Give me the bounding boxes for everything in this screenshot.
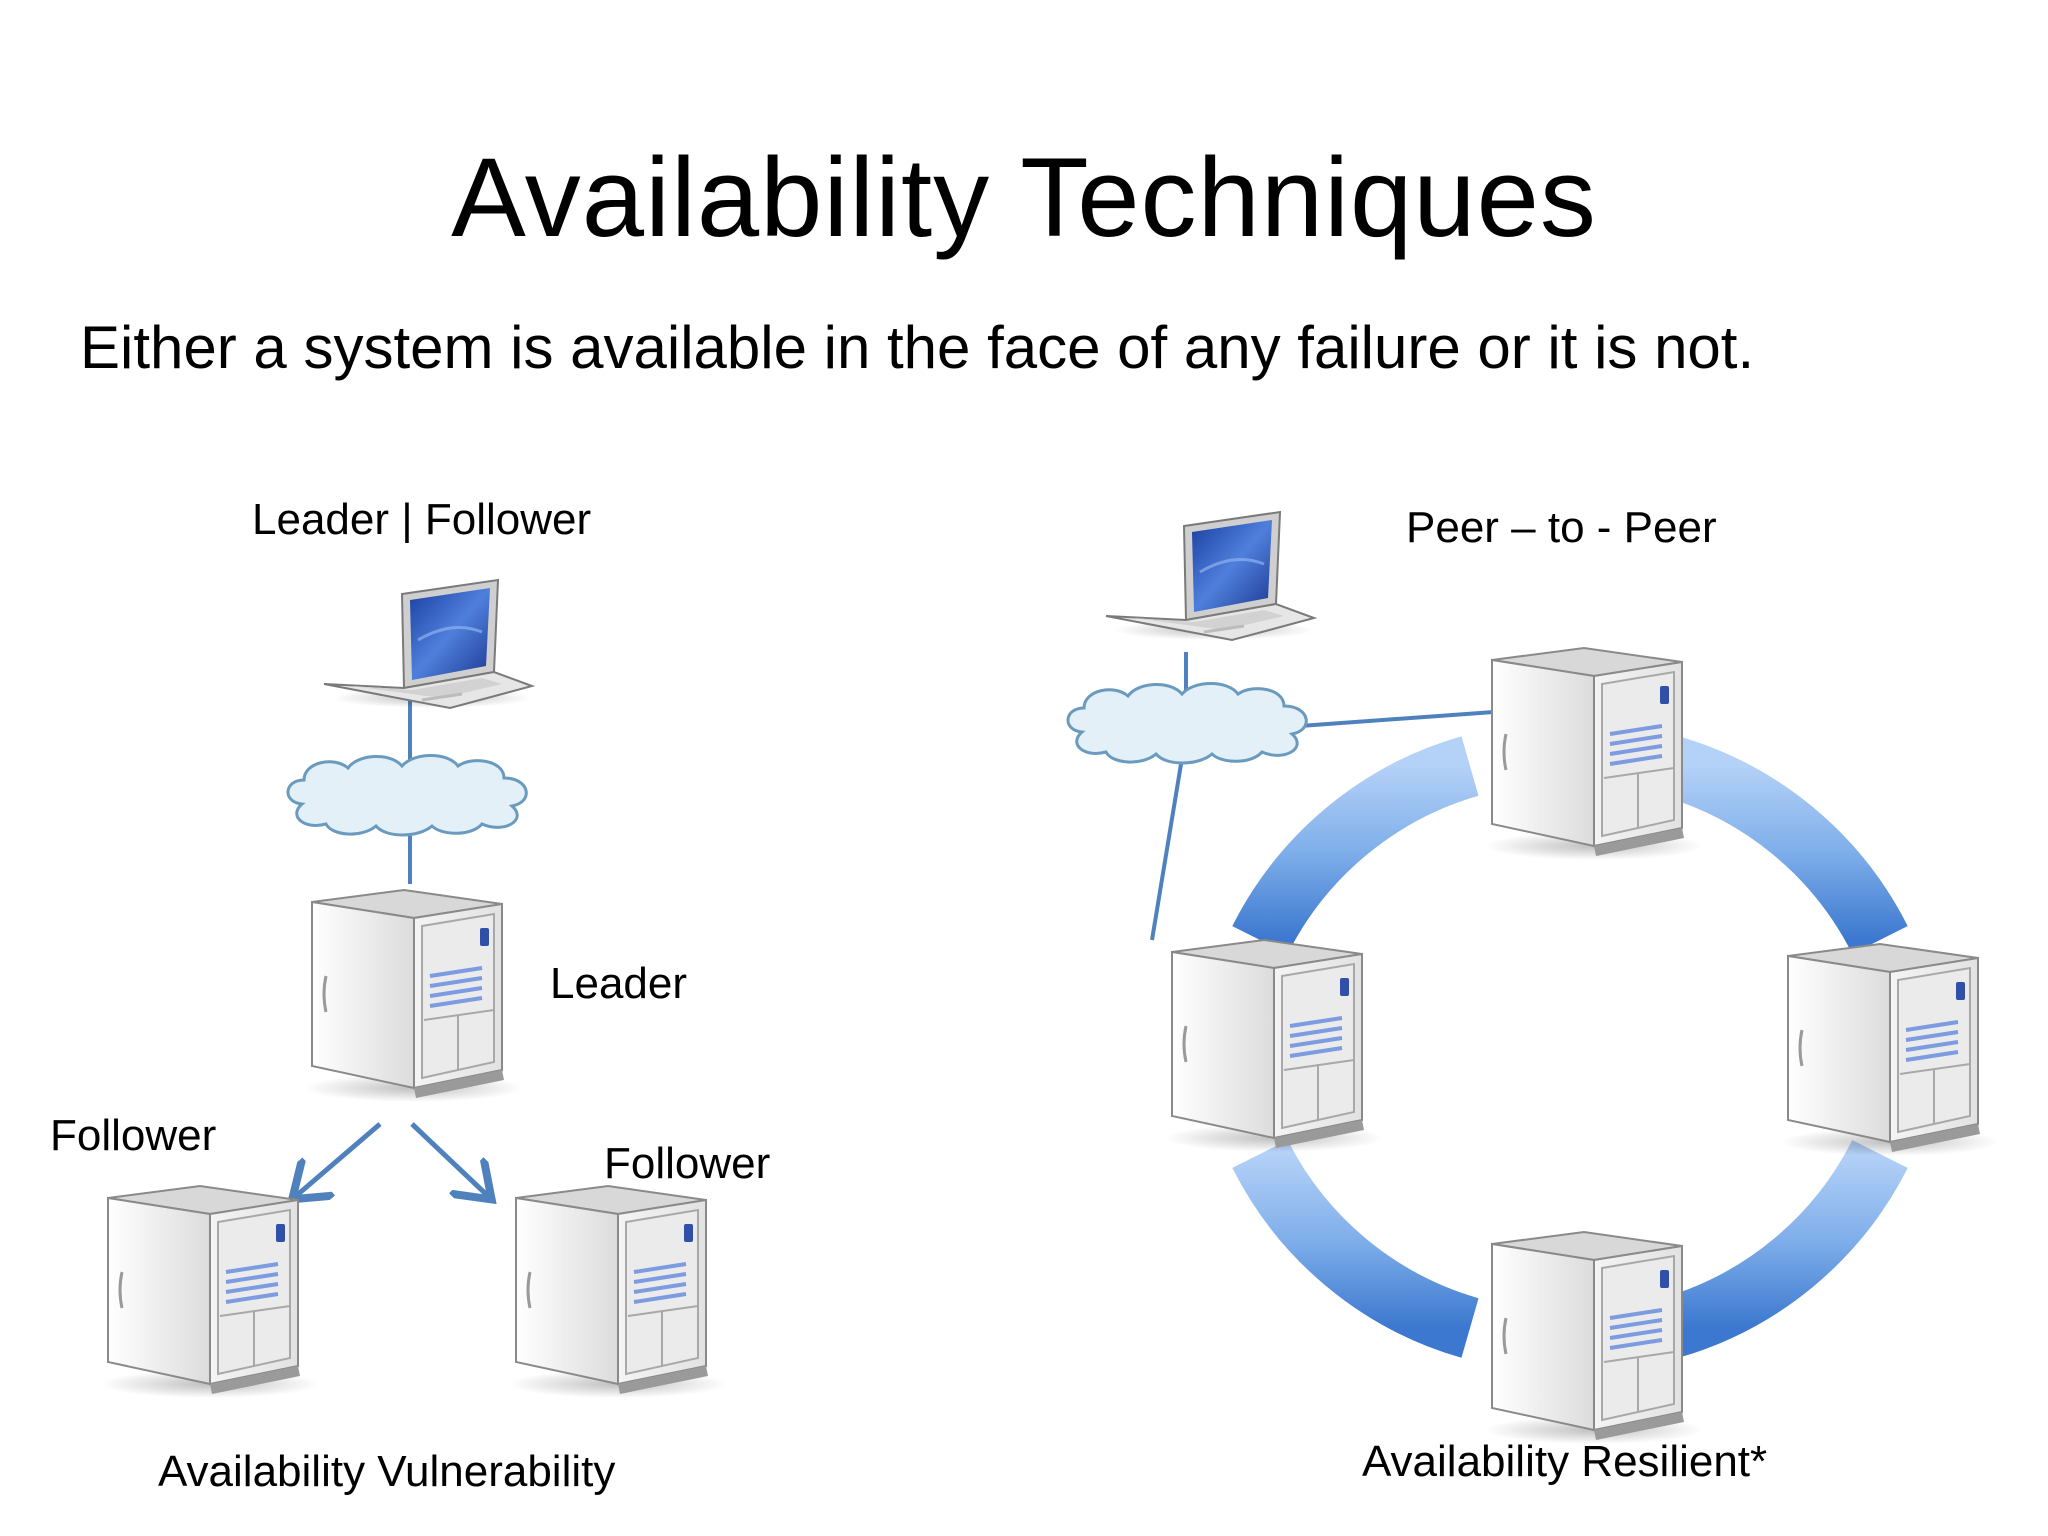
follower-left-label: Follower <box>50 1111 217 1160</box>
peer-ring <box>1232 736 1908 1358</box>
server-icon <box>1482 1230 1706 1446</box>
follower-right-label: Follower <box>604 1139 771 1188</box>
server-icon <box>302 888 526 1104</box>
right-diagram-heading: Peer – to - Peer <box>1406 503 1717 552</box>
left-diagram-caption: Availability Vulnerability <box>158 1447 616 1496</box>
arrow-to-follower-left <box>296 1122 382 1196</box>
arrow-to-follower-right <box>410 1122 488 1196</box>
left-diagram-heading: Leader | Follower <box>252 495 592 544</box>
slide-title: Availability Techniques <box>451 135 1597 260</box>
server-icon <box>1482 646 1706 862</box>
laptop-icon <box>322 578 534 710</box>
server-icon <box>1162 938 1386 1154</box>
laptop-icon <box>1104 510 1316 642</box>
server-icon <box>506 1184 730 1400</box>
server-icon <box>1778 942 2002 1158</box>
server-icon <box>98 1184 322 1400</box>
slide-subtitle: Either a system is available in the face… <box>80 314 1755 381</box>
leader-label: Leader <box>550 959 688 1008</box>
right-diagram-caption: Availability Resilient* <box>1362 1437 1768 1486</box>
cloud-icon <box>286 754 528 837</box>
cloud-icon <box>1066 682 1308 765</box>
